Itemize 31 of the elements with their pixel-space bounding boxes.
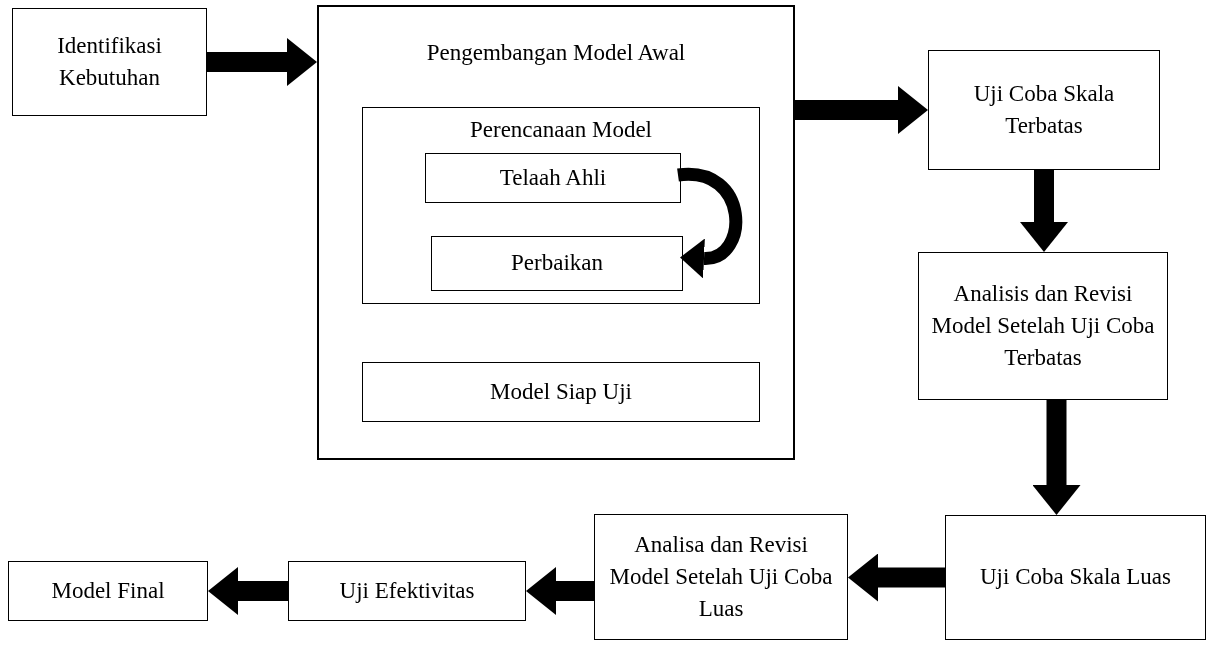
box-label: Uji Coba Skala Luas: [980, 563, 1171, 592]
block-arrow: [1032, 400, 1081, 515]
block-arrow: [795, 86, 928, 134]
block-arrow: [848, 553, 945, 602]
process-box: [594, 514, 848, 640]
process-box: [8, 561, 208, 621]
process-box: [12, 8, 207, 116]
box-label: Perbaikan: [511, 249, 603, 278]
block-arrow: [526, 567, 594, 615]
group-heading: Perencanaan Model: [470, 116, 652, 144]
box-label: Analisis dan Revisi Model Setelah Uji Coba Terbatas: [930, 279, 1156, 373]
process-box: [425, 153, 681, 203]
block-arrow: [208, 567, 288, 615]
box-label: Identifikasi Kebutuhan: [56, 31, 163, 92]
group-heading: Pengembangan Model Awal: [426, 39, 686, 67]
process-box: [362, 362, 760, 422]
box-label: Uji Coba Skala Terbatas: [972, 79, 1116, 140]
block-arrow: [1020, 170, 1068, 252]
box-label: Model Siap Uji: [490, 377, 632, 406]
block-arrow: [207, 38, 317, 86]
process-box: [288, 561, 526, 621]
group-box: [317, 5, 795, 460]
box-label: Model Final: [51, 576, 165, 605]
process-box: [431, 236, 683, 291]
box-label: Analisa dan Revisi Model Setelah Uji Coba Luas: [608, 530, 834, 624]
box-label: Telaah Ahli: [499, 163, 607, 192]
process-box: [945, 515, 1206, 640]
process-box: [918, 252, 1168, 400]
box-label: Uji Efektivitas: [339, 576, 475, 605]
group-box: [362, 107, 760, 304]
process-box: [928, 50, 1160, 170]
